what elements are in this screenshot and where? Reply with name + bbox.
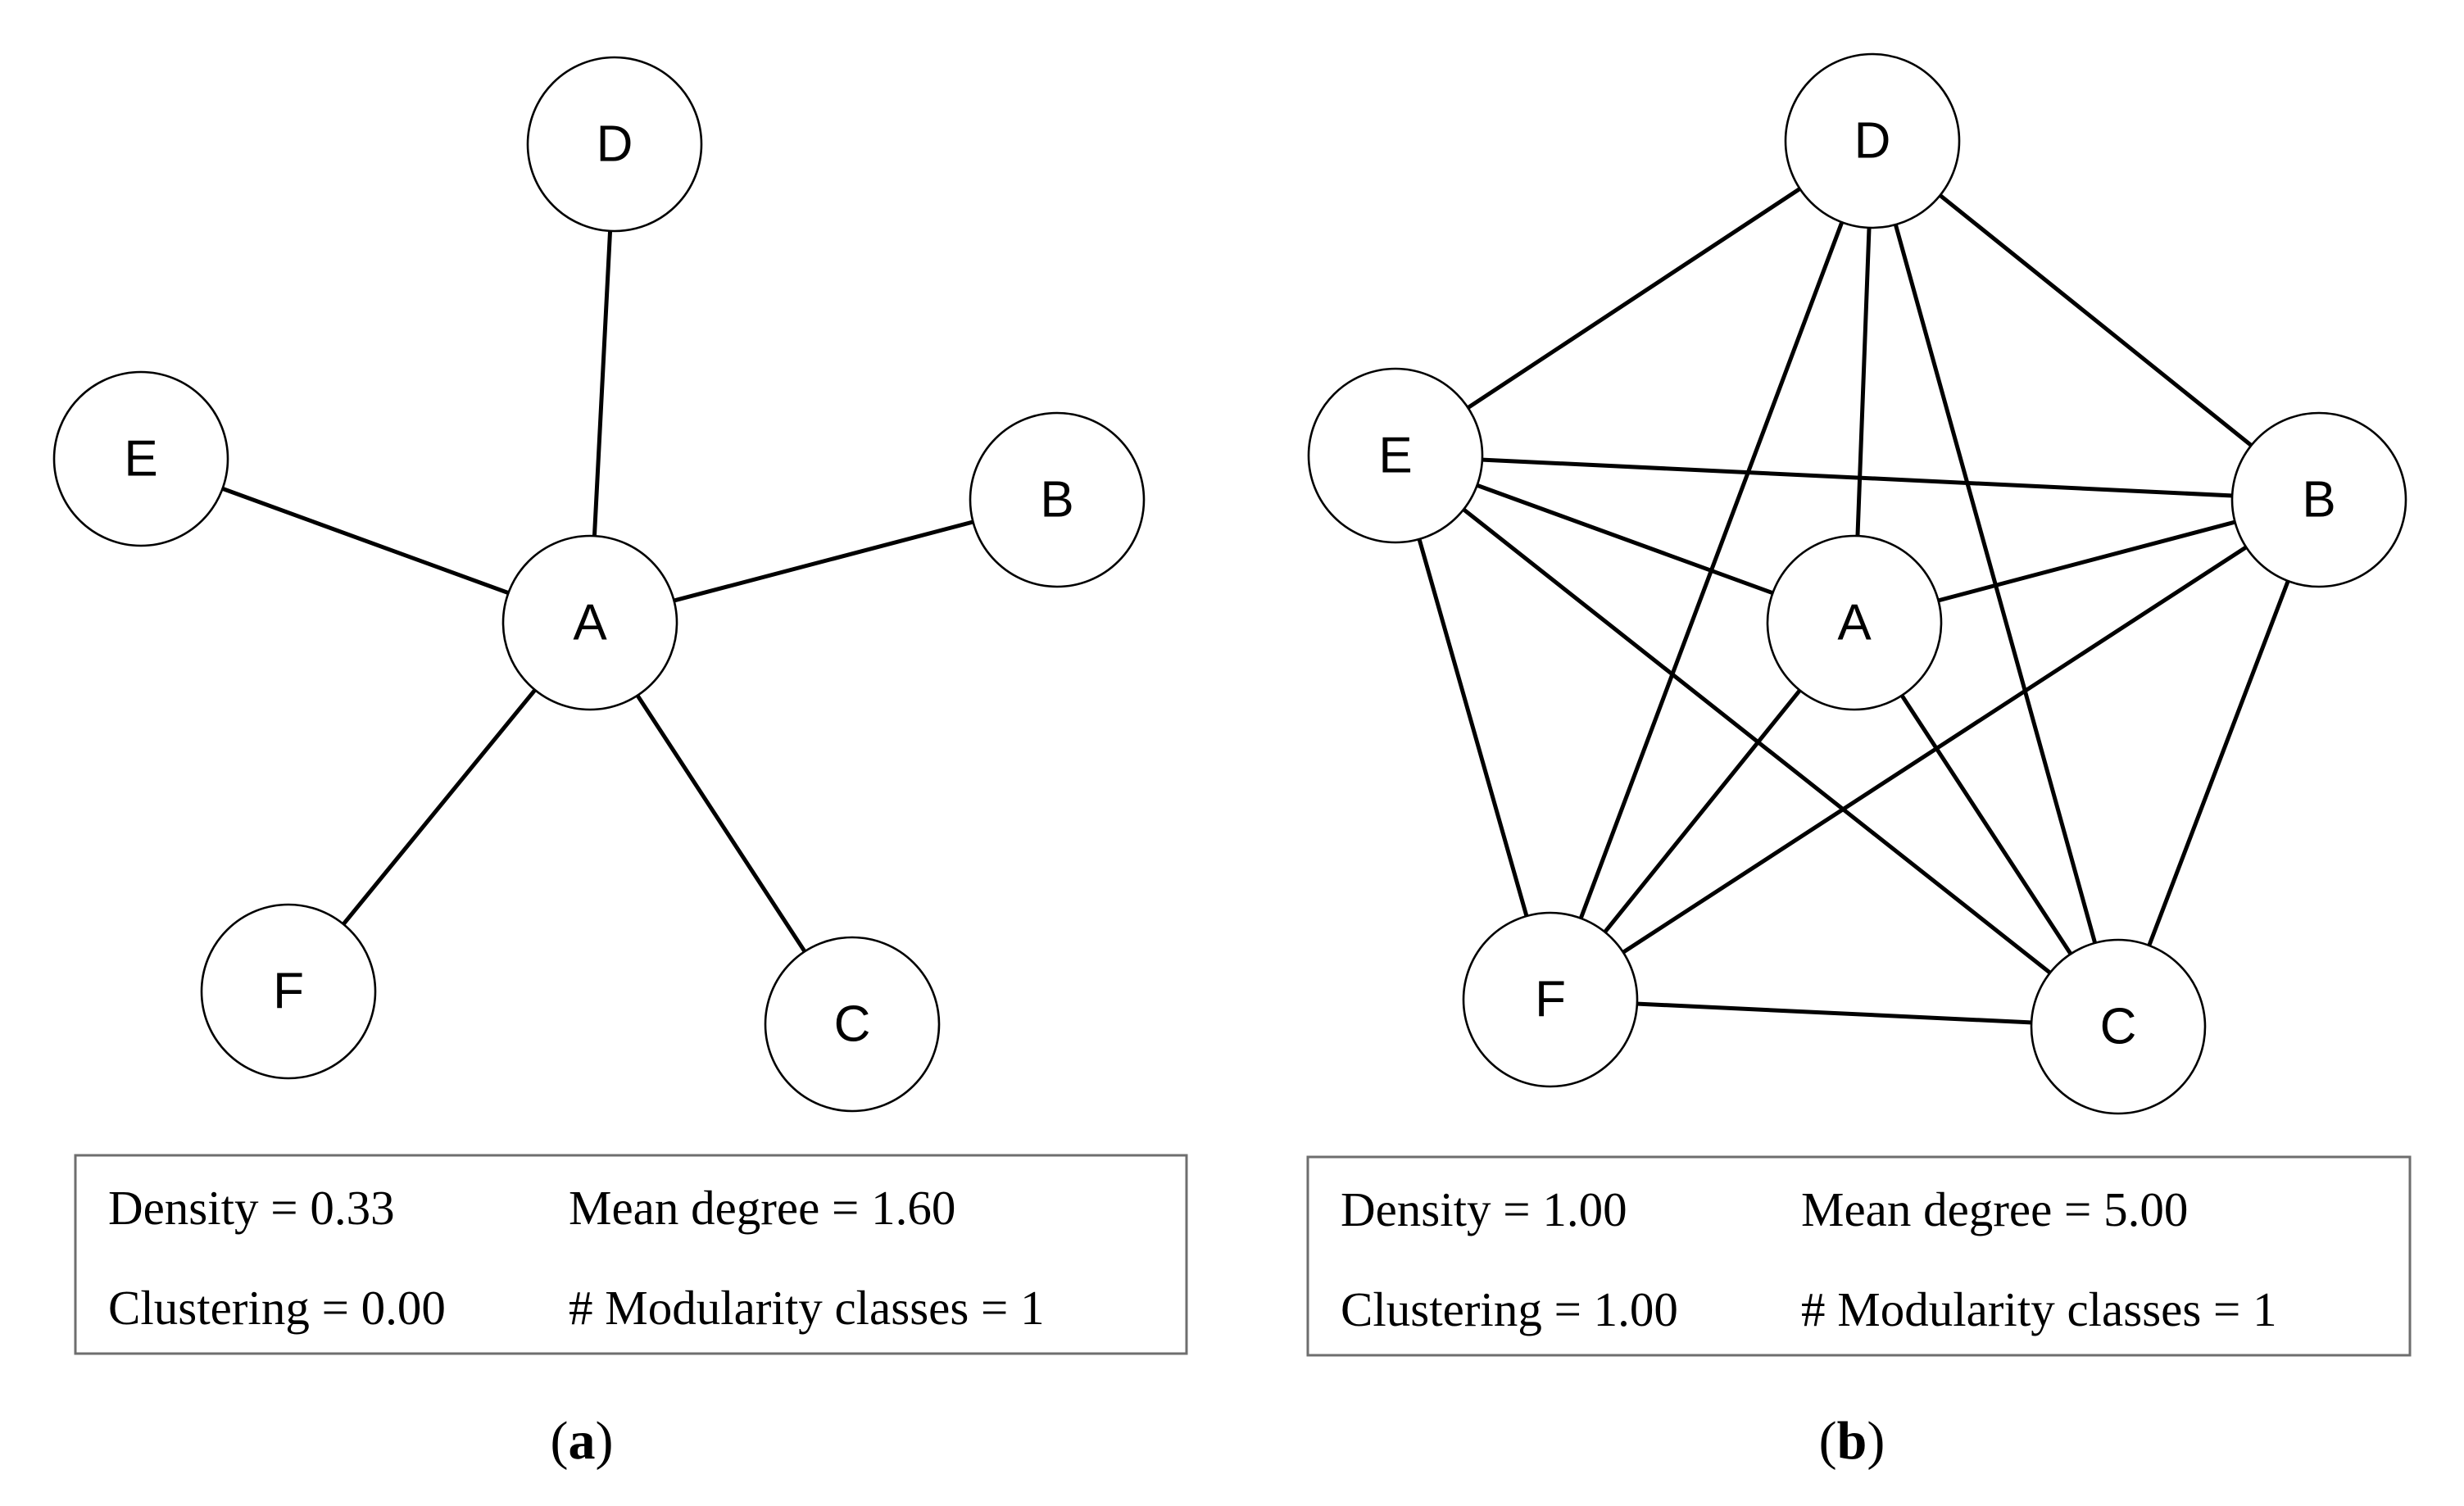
panel-b-node-c-label: C <box>2100 999 2137 1055</box>
panel-b-edge-e-f <box>1393 453 1553 1002</box>
panel-b-caption-letter: b <box>1837 1411 1867 1471</box>
panel-a-node-d-circle <box>526 56 703 233</box>
panel-a-node-d-label: D <box>597 116 633 173</box>
panel-b-node-b-label: B <box>2302 472 2335 528</box>
panel-b-node-d-circle <box>1784 52 1961 229</box>
panel-b-edge-c-e <box>1393 453 2121 1029</box>
panel-b-edge-d-f <box>1548 138 1875 1002</box>
panel-a-clustering: Clustering = 0.00 <box>108 1281 446 1335</box>
panel-a-node-e-circle <box>52 370 229 547</box>
panel-a-stats-box: Density = 0.33 Mean degree = 1.60 Cluste… <box>74 1154 1188 1355</box>
panel-b-edge-b-c <box>2116 497 2321 1029</box>
panel-a-density: Density = 0.33 <box>108 1181 395 1235</box>
panel-b-node-b-circle <box>2230 411 2407 588</box>
panel-a-caption: (a) <box>551 1411 614 1471</box>
panel-a-mean-degree: Mean degree = 1.60 <box>569 1181 955 1235</box>
panel-a-node-e: E <box>52 370 229 547</box>
panel-a-node-f: F <box>200 903 377 1080</box>
panel-b-node-a: A <box>1766 534 1943 711</box>
panel-a-caption-letter: a <box>569 1411 596 1471</box>
panel-a-node-c-label: C <box>834 996 871 1053</box>
panel-a-star-network: A B C D E F Density = 0.33 Mean degree = 1.60… <box>52 56 1188 1471</box>
panel-a-node-d: D <box>526 56 703 233</box>
panel-a-node-a-label: A <box>573 595 607 651</box>
panel-b-node-f-circle <box>1462 911 1639 1088</box>
panel-a-node-b-label: B <box>1040 472 1073 528</box>
panel-b-node-a-label: A <box>1837 595 1872 651</box>
panel-b-edge-b-d <box>1870 138 2321 502</box>
panel-b-edge-c-f <box>1548 997 2121 1029</box>
panel-b-edge-d-e <box>1393 138 1875 458</box>
panel-a-node-b-circle <box>969 411 1146 588</box>
panel-b-nodes: A B C D E F <box>1307 52 2407 1115</box>
panel-b-node-d: D <box>1784 52 1961 229</box>
panel-a-node-e-label: E <box>124 431 157 488</box>
panel-a-node-c: C <box>764 936 941 1113</box>
panel-a-node-f-circle <box>200 903 377 1080</box>
panel-b-node-a-circle <box>1766 534 1943 711</box>
panel-a-node-f-label: F <box>273 964 304 1020</box>
panel-b-node-c: C <box>2030 938 2207 1115</box>
panel-b-stats-box: Density = 1.00 Mean degree = 5.00 Cluste… <box>1306 1155 2412 1357</box>
panel-b-node-d-label: D <box>1854 113 1891 170</box>
panel-b-clustering: Clustering = 1.00 <box>1341 1282 1678 1336</box>
panel-a-node-a: A <box>501 534 678 711</box>
panel-b-node-c-circle <box>2030 938 2207 1115</box>
panel-b-density: Density = 1.00 <box>1341 1182 1627 1236</box>
panel-a-node-b: B <box>969 411 1146 588</box>
panel-b-node-b: B <box>2230 411 2407 588</box>
panel-a-nodes: A B C D E F <box>52 56 1146 1113</box>
panel-b-node-f: F <box>1462 911 1639 1088</box>
panel-b-mean-degree: Mean degree = 5.00 <box>1801 1182 2188 1236</box>
panel-b-modularity: # Modularity classes = 1 <box>1801 1282 2277 1336</box>
panel-b-caption: (b) <box>1819 1411 1885 1471</box>
panel-a-node-c-circle <box>764 936 941 1113</box>
panel-a-node-a-circle <box>501 534 678 711</box>
panel-b-edge-c-d <box>1870 138 2121 1029</box>
panel-b-edge-b-f <box>1548 497 2321 1002</box>
panel-b-node-e: E <box>1307 367 1484 544</box>
panel-b-node-e-label: E <box>1378 428 1412 484</box>
panel-b-node-f-label: F <box>1535 972 1566 1028</box>
panel-b-complete-network: A B C D E F Density = 1.00 Mean degree = 5.00… <box>1306 52 2412 1471</box>
panel-b-node-e-circle <box>1307 367 1484 544</box>
panel-a-modularity: # Modularity classes = 1 <box>569 1281 1045 1335</box>
panel-b-edge-b-e <box>1393 453 2321 502</box>
